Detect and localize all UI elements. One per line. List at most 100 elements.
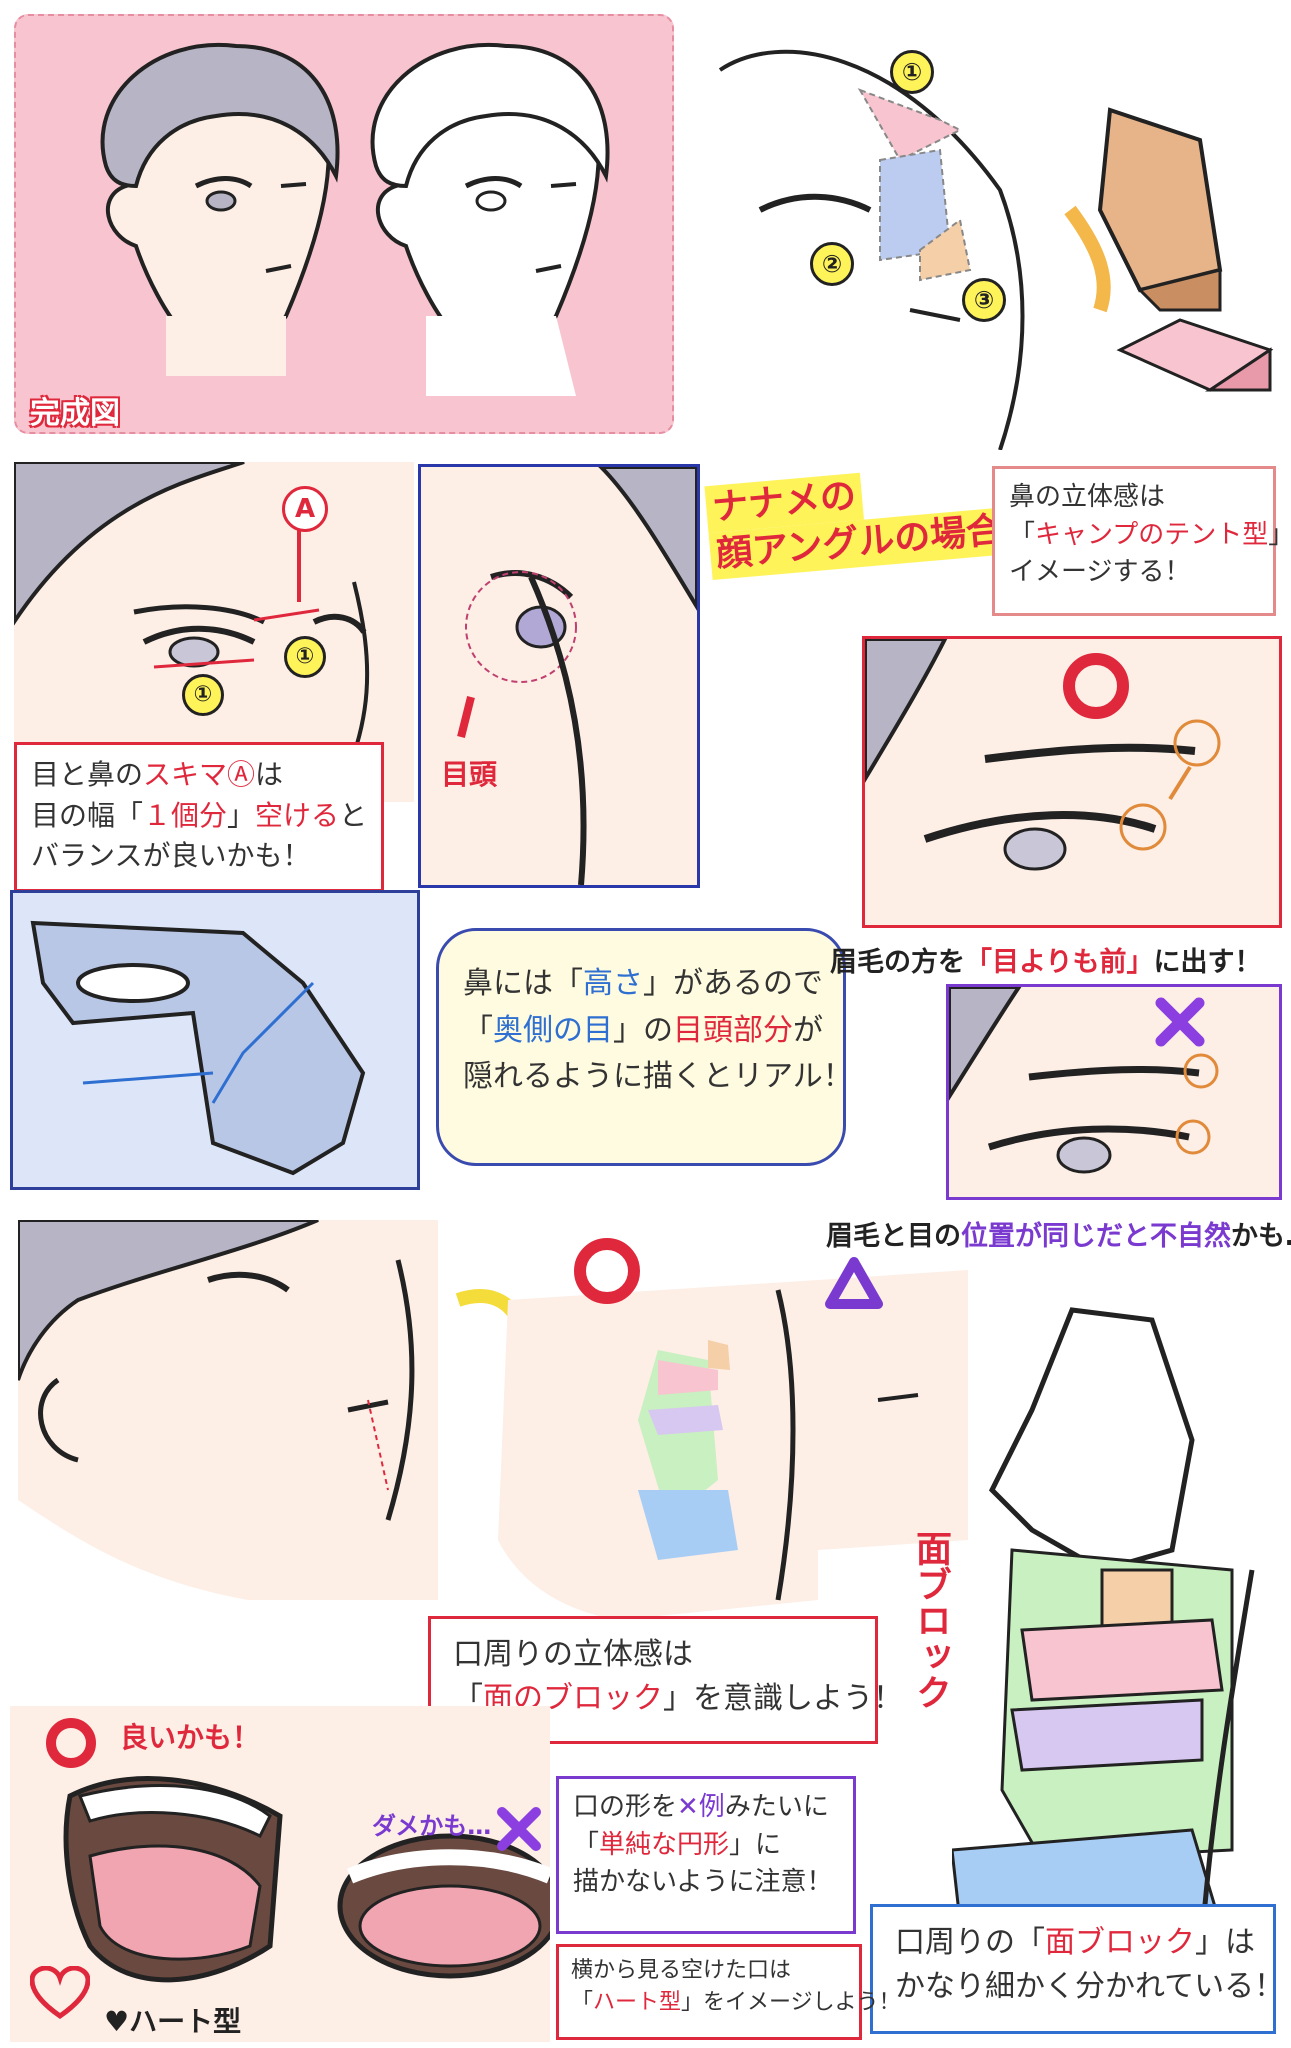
good-shape-label: 良いかも！ [120, 1721, 261, 1754]
tent-note-quote-open: 「 [1009, 519, 1036, 550]
tent-note-quote-close: 」を [1268, 520, 1291, 550]
tent-note-line2: 「キャンプのテント型」を [1009, 517, 1291, 555]
gap-note-l1c: は [255, 758, 284, 791]
heart-shape-label: ♥ハート型 [104, 2005, 242, 2038]
height-note-l1c: 」があるので [643, 966, 823, 1001]
brow-bad-caption-a: 眉毛と目の [826, 1221, 961, 1252]
side-note-l2b: ハート型 [593, 1989, 682, 2015]
brow-bad-illustration [949, 987, 1219, 1174]
mouth-side-note: 横から見る空けた口は 「ハート型」をイメージしよう！ [556, 1944, 901, 2040]
gap-note-l2a: 目の幅「 [31, 798, 144, 832]
mouth-block-note-line2: 「面のブロック」を意識しよう！ [453, 1677, 903, 1721]
gap-note-l2e: と [339, 798, 368, 832]
tent-note-line1: 鼻の立体感は [1009, 482, 1166, 512]
inner-eye-label: 目頭 [441, 758, 498, 791]
tent-note: 鼻の立体感は 「キャンプのテント型」を イメージする！ [992, 466, 1291, 616]
finished-heads-illustration [100, 42, 610, 396]
side-note-line2: 「ハート型」をイメージしよう！ [571, 1987, 901, 2019]
height-note-l2c: 」の [613, 1012, 673, 1048]
gap-note-line2: 目の幅「１個分」空けると [31, 796, 367, 837]
height-note-l1a: 鼻には「 [463, 966, 583, 1001]
mouth-face-panel [18, 1220, 968, 1640]
brow-good-caption-a: 眉毛の方を [830, 947, 965, 978]
mouth-face-illustration [18, 1220, 968, 1620]
mouth-detail-note: 口周りの「面ブロック」は かなり細かく分かれている！ [870, 1904, 1285, 2034]
tent-note-highlight: キャンプのテント型 [1035, 519, 1269, 550]
height-note-line2: 「奥側の目」の目頭部分が [463, 1008, 823, 1055]
mouth-block-note-line1: 口周りの立体感は [453, 1637, 693, 1672]
bad-note-line2: 「単純な円形」に [573, 1827, 839, 1865]
mouth-shapes-panel: 良いかも！ ダメかも… ♥ハート型 [10, 1706, 550, 2042]
finished-panel: 完成図 [14, 14, 674, 434]
mouth-block-note-l2c: 」を意識しよう！ [663, 1680, 903, 1716]
nose-plane-panel: ① ② ③ [700, 10, 1280, 450]
bad-note-l2b: 単純な円形 [599, 1829, 730, 1860]
bad-note-l1c: みたいに [724, 1792, 829, 1822]
bad-note-line1: 口の形を✕例みたいに [573, 1789, 839, 1827]
nose-height-block-panel [10, 890, 420, 1190]
gap-marker-one-a: ① [284, 636, 326, 678]
tent-note-line3: イメージする！ [1009, 557, 1191, 588]
brow-bad-caption: 眉毛と目の位置が同じだと不自然かも… [826, 1214, 1291, 1253]
mouth-detail-note-line1: 口周りの「面ブロック」は [895, 1921, 1255, 1965]
block-vertical-label: 面ブロック [910, 1530, 951, 1710]
gap-note-l2b: １個分 [143, 798, 228, 832]
side-note-line1: 横から見る空けた口は [571, 1958, 792, 1983]
gap-marker-a: A [282, 486, 328, 532]
bad-note-line3: 描かないように注意！ [573, 1867, 833, 1898]
nose-plane-illustration [718, 49, 1274, 450]
mouth-detail-note-l1a: 口周りの「 [895, 1925, 1045, 1960]
eye-nose-gap-panel: A ① ① 目と鼻のスキマⒶは 目の幅「１個分」空けると バランスが良いかも！ [14, 462, 414, 892]
height-note-l2b: 奥側の目 [493, 1012, 613, 1048]
circle-good-icon-mouth [574, 1238, 640, 1304]
height-note-l2d: 目頭部分 [673, 1012, 793, 1048]
finished-label: 完成図 [30, 396, 120, 431]
nose-number-3: ③ [962, 278, 1006, 322]
inner-eye-illustration [457, 467, 697, 885]
height-note-line3: 隠れるように描くとリアル！ [463, 1059, 853, 1094]
nose-height-note: 鼻には「高さ」があるので 「奥側の目」の目頭部分が 隠れるように描くとリアル！ [436, 928, 853, 1166]
brow-bad-caption-b: 位置が同じだと不自然 [961, 1221, 1231, 1252]
gap-note-line3: バランスが良いかも！ [31, 839, 311, 873]
heart-icon [30, 1966, 90, 2020]
gap-note-l2d: 空ける [255, 798, 340, 832]
bad-note-l2c: 」に [729, 1829, 782, 1860]
nose-height-block-illustration [30, 920, 366, 1176]
brow-good-panel [862, 636, 1282, 928]
mouth-detail-note-l1c: 」は [1195, 1925, 1255, 1960]
inner-eye-panel: 目頭 [418, 464, 700, 888]
circle-good-icon [1063, 653, 1129, 719]
nose-mouth-blocks-panel [952, 1290, 1282, 1940]
circle-good-icon-shapes [46, 1718, 96, 1768]
side-note-l2c: 」をイメージしよう！ [681, 1989, 901, 2015]
gap-note-line1: 目と鼻のスキマⒶは [31, 755, 367, 796]
gap-marker-one-b: ① [182, 674, 224, 716]
bad-shape-label: ダメかも… [372, 1812, 492, 1840]
gap-note-l1a: 目と鼻の [31, 758, 144, 791]
bad-note-l2a: 「 [573, 1829, 600, 1860]
height-note-l1b: 高さ [583, 966, 643, 1001]
brow-good-caption-b: 「目よりも前」 [965, 947, 1154, 978]
nose-number-1: ① [890, 50, 934, 94]
brow-bad-caption-c: かも… [1231, 1221, 1291, 1252]
mouth-detail-note-l1b: 面ブロック [1045, 1925, 1195, 1960]
height-note-l2e: が [793, 1012, 823, 1048]
height-note-line1: 鼻には「高さ」があるので [463, 961, 823, 1008]
brow-good-illustration [865, 639, 1221, 871]
height-note-l2a: 「 [463, 1012, 493, 1048]
bad-note-l1b: ✕例 [677, 1792, 725, 1822]
nose-mouth-blocks-illustration [952, 1307, 1255, 1940]
side-note-l2a: 「 [571, 1989, 594, 2015]
triangle-okay-icon [825, 1257, 883, 1309]
nose-number-2: ② [810, 242, 854, 286]
bad-note-l1a: 口の形を [573, 1792, 678, 1822]
mouth-detail-note-line2: かなり細かく分かれている！ [895, 1968, 1285, 2004]
angle-header: ナナメの 顔アングルの場合 [704, 462, 1011, 580]
cross-bad-icon-shapes [497, 1807, 541, 1851]
brow-bad-panel [946, 984, 1282, 1200]
brow-good-caption: 眉毛の方を「目よりも前」に出す！ [830, 940, 1261, 979]
mouth-shape-bad-note: 口の形を✕例みたいに 「単純な円形」に 描かないように注意！ [556, 1776, 856, 1934]
cross-bad-icon [1155, 997, 1205, 1047]
gap-note-l2c: 」 [227, 798, 256, 832]
brow-good-caption-c: に出す！ [1153, 947, 1262, 978]
